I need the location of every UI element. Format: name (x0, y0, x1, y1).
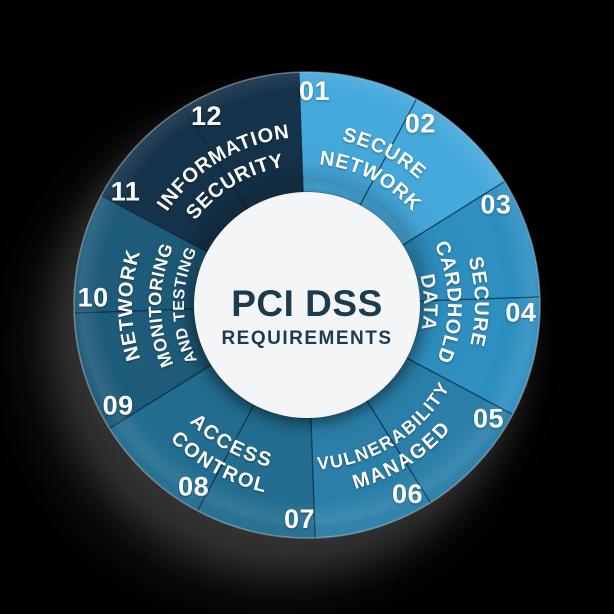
segment-number-07: 07 (284, 504, 315, 534)
segment-numbers: 01 02 03 04 05 06 07 08 09 10 11 12 (78, 76, 536, 534)
segment-number-10: 10 (78, 283, 109, 313)
segment-number-08: 08 (178, 472, 209, 502)
segment-number-12: 12 (191, 101, 222, 131)
center-circle (194, 192, 420, 418)
segment-number-04: 04 (505, 298, 536, 328)
segment-number-11: 11 (111, 177, 141, 207)
center-subtitle: REQUIREMENTS (221, 328, 392, 349)
outer-rim (73, 71, 541, 539)
segment-number-02: 02 (405, 109, 436, 139)
segment-number-03: 03 (480, 190, 511, 220)
segment-number-05: 05 (473, 403, 504, 433)
segment-number-01: 01 (299, 76, 330, 106)
segment-number-09: 09 (103, 391, 134, 421)
segment-number-06: 06 (392, 479, 423, 509)
center-title: PCI DSS (231, 283, 383, 324)
